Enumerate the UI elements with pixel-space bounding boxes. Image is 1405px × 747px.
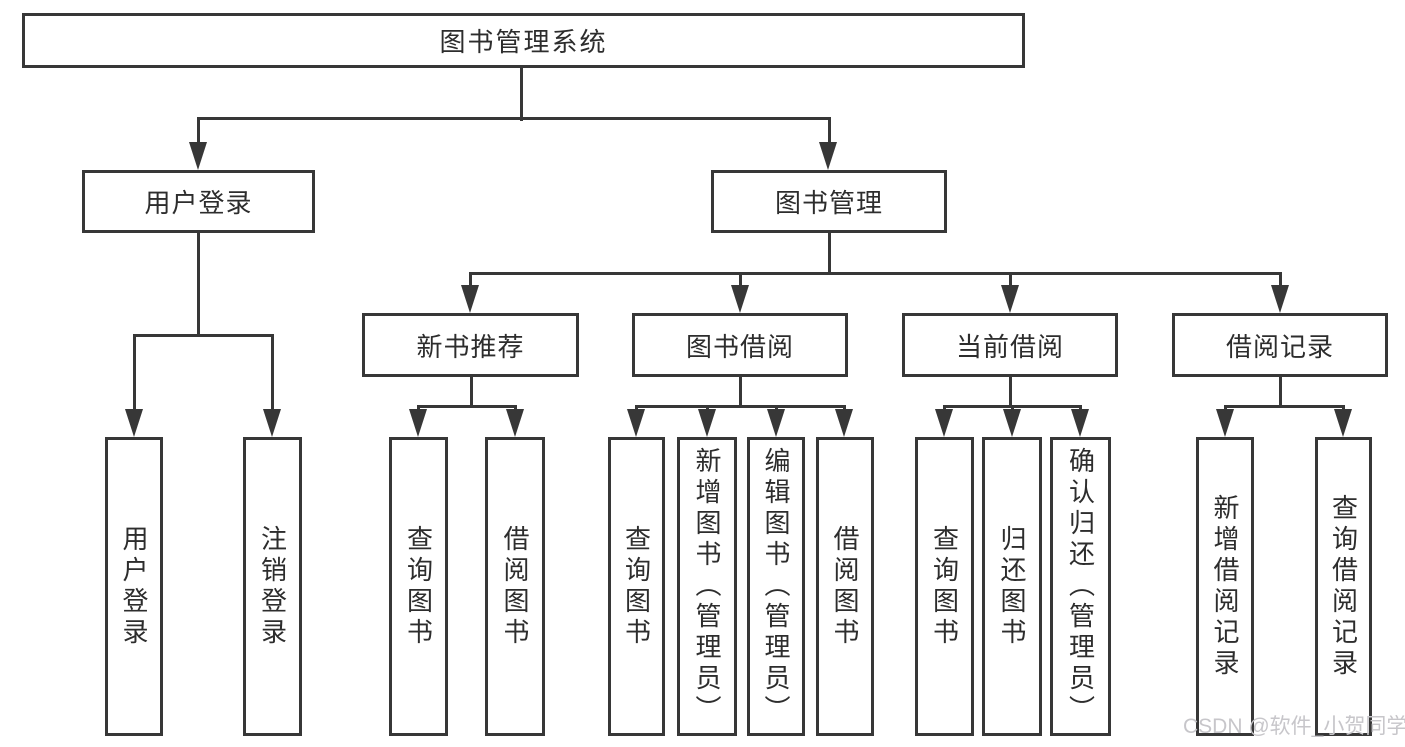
connector-drop <box>1279 272 1282 290</box>
connector-drop <box>271 334 274 412</box>
node-root-label: 图书管理系统 <box>439 27 608 57</box>
connector-group-stem <box>1279 377 1282 407</box>
leaf-query-books-current: 查询图书 <box>915 437 974 736</box>
leaf-borrow-books: 借阅图书 <box>816 437 874 736</box>
arrow-down-icon <box>1001 285 1019 313</box>
arrow-down-icon <box>835 409 853 437</box>
leaf-return-books: 归还图书 <box>982 437 1042 736</box>
node-book-management-label: 图书管理 <box>774 188 883 218</box>
leaf-query-borrow-record: 查询借阅记录 <box>1315 437 1372 736</box>
arrow-down-icon <box>189 142 207 170</box>
node-book-management: 图书管理 <box>711 170 947 233</box>
node-borrowing-records-label: 借阅记录 <box>1225 331 1334 362</box>
arrow-down-icon <box>461 285 479 313</box>
arrow-down-icon <box>1216 409 1234 437</box>
node-current-borrowing-label: 当前借阅 <box>955 331 1064 362</box>
leaf-add-borrow-record-label: 新增借阅记录 <box>1210 493 1240 680</box>
leaf-user-login-label: 用户登录 <box>119 524 149 649</box>
connector-user-login-stem <box>197 233 200 335</box>
leaf-query-borrow-record-label: 查询借阅记录 <box>1328 493 1359 680</box>
connector-group-stem <box>470 377 473 407</box>
arrow-down-icon <box>935 409 953 437</box>
connector-group-hline <box>417 405 517 408</box>
leaf-query-books-borrowing-label: 查询图书 <box>621 524 652 649</box>
connector-group-hline <box>1224 405 1345 408</box>
leaf-query-books-borrowing: 查询图书 <box>608 437 665 736</box>
leaf-return-books-label: 归还图书 <box>997 524 1027 649</box>
connector-root-stem <box>520 68 523 121</box>
leaf-query-books-recommend-label: 查询图书 <box>403 524 434 649</box>
node-borrowing-records: 借阅记录 <box>1172 313 1388 377</box>
node-user-login-label: 用户登录 <box>144 188 253 218</box>
leaf-add-book-admin: 新增图书（管理员） <box>677 437 737 736</box>
arrow-down-icon <box>1334 409 1352 437</box>
leaf-query-books-current-label: 查询图书 <box>929 524 960 649</box>
node-root: 图书管理系统 <box>22 13 1025 68</box>
leaf-borrow-books-recommend: 借阅图书 <box>485 437 545 736</box>
connector-root-hline <box>197 117 831 120</box>
node-current-borrowing: 当前借阅 <box>902 313 1118 377</box>
arrow-down-icon <box>506 409 524 437</box>
connector-group-stem <box>1009 377 1012 407</box>
connector-group-hline <box>635 405 846 408</box>
leaf-add-book-admin-label: 新增图书（管理员） <box>692 447 722 726</box>
connector-book-mgmt-stem <box>828 233 831 275</box>
node-new-book-recommendation: 新书推荐 <box>362 313 579 377</box>
connector-drop <box>197 117 200 152</box>
leaf-confirm-return-admin-label: 确认归还（管理员） <box>1065 447 1096 726</box>
leaf-confirm-return-admin: 确认归还（管理员） <box>1050 437 1111 736</box>
connector-drop <box>469 272 472 290</box>
node-book-borrowing-label: 图书借阅 <box>685 331 794 362</box>
leaf-edit-book-admin-label: 编辑图书（管理员） <box>761 447 791 726</box>
leaf-borrow-books-recommend-label: 借阅图书 <box>500 524 530 649</box>
arrow-down-icon <box>819 142 837 170</box>
leaf-user-login: 用户登录 <box>105 437 163 736</box>
leaf-edit-book-admin: 编辑图书（管理员） <box>747 437 805 736</box>
connector-group-stem <box>739 377 742 407</box>
connector-user-login-hline <box>133 334 274 337</box>
node-book-borrowing: 图书借阅 <box>632 313 848 377</box>
arrow-down-icon <box>1003 409 1021 437</box>
connector-drop <box>828 117 831 152</box>
arrow-down-icon <box>1271 285 1289 313</box>
leaf-logout-label: 注销登录 <box>257 524 288 649</box>
leaf-query-books-recommend: 查询图书 <box>389 437 448 736</box>
connector-drop <box>133 334 136 412</box>
connector-book-mgmt-hline <box>469 272 1282 275</box>
leaf-logout: 注销登录 <box>243 437 302 736</box>
arrow-down-icon <box>1071 409 1089 437</box>
connector-drop <box>1009 272 1012 290</box>
arrow-down-icon <box>125 409 143 437</box>
arrow-down-icon <box>263 409 281 437</box>
leaf-add-borrow-record: 新增借阅记录 <box>1196 437 1254 736</box>
node-user-login: 用户登录 <box>82 170 315 233</box>
connector-drop <box>739 272 742 290</box>
arrow-down-icon <box>409 409 427 437</box>
leaf-borrow-books-label: 借阅图书 <box>830 524 860 649</box>
arrow-down-icon <box>767 409 785 437</box>
watermark: CSDN @软件_小贺同学 <box>1183 715 1405 738</box>
arrow-down-icon <box>731 285 749 313</box>
arrow-down-icon <box>627 409 645 437</box>
node-new-book-recommendation-label: 新书推荐 <box>416 331 525 362</box>
arrow-down-icon <box>698 409 716 437</box>
